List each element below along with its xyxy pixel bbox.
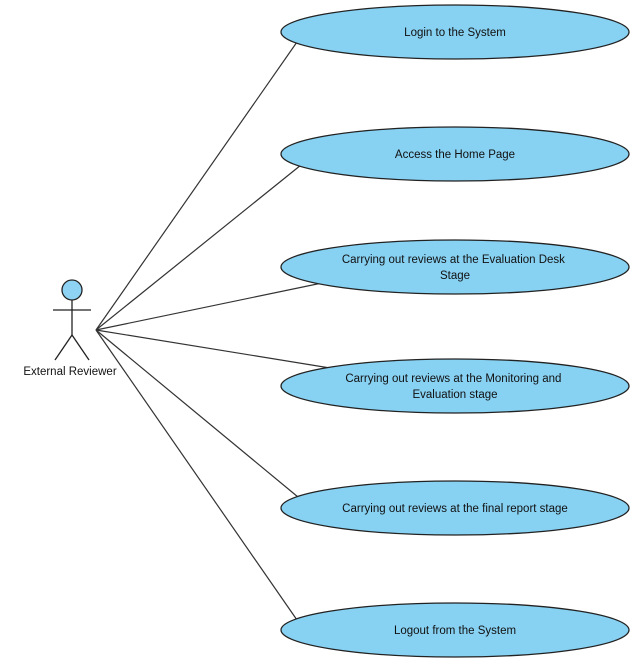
actor-left-leg	[54, 334, 73, 361]
association-line	[95, 164, 302, 331]
use-case-label-line-1: Carrying out reviews at the Evaluation D…	[342, 254, 565, 266]
use-case-label-line-2: Stage	[440, 270, 470, 282]
use-case-label: Logout from the System	[394, 625, 516, 637]
svg-text:Carrying out reviews at the fi: Carrying out reviews at the final report…	[342, 503, 568, 515]
svg-text:Carrying out reviews at the Ev: Carrying out reviews at the Evaluation D…	[342, 254, 568, 282]
actor-right-leg	[71, 334, 90, 361]
use-case-oval	[280, 480, 630, 536]
use-case-logout[interactable]: Logout from the System	[280, 602, 630, 658]
actor-external-reviewer[interactable]: External Reviewer	[23, 279, 117, 378]
use-case-label: Carrying out reviews at the final report…	[342, 503, 568, 515]
svg-text:Logout from the System: Logout from the System	[394, 625, 516, 637]
use-case-oval	[280, 4, 630, 60]
use-case-oval	[280, 126, 630, 182]
use-case-monitoring-evaluation-review[interactable]: Carrying out reviews at the Monitoring a…	[280, 358, 630, 414]
association-line	[95, 329, 298, 621]
association-line	[95, 329, 331, 369]
use-case-login[interactable]: Login to the System	[280, 4, 630, 60]
use-case-label: Login to the System	[404, 27, 506, 39]
association-line	[95, 329, 299, 498]
use-case-access-home-page[interactable]: Access the Home Page	[280, 126, 630, 182]
use-case-oval	[280, 602, 630, 658]
use-case-label-line-1: Carrying out reviews at the Monitoring a…	[345, 373, 561, 385]
use-case-final-report-review[interactable]: Carrying out reviews at the final report…	[280, 480, 630, 536]
use-case-oval	[280, 358, 630, 414]
association-line	[95, 41, 298, 331]
svg-text:Access the Home Page: Access the Home Page	[395, 149, 515, 161]
use-case-label-line-2: Evaluation stage	[412, 389, 497, 401]
actor-label: External Reviewer	[23, 366, 116, 378]
actor-head-icon	[61, 279, 83, 301]
use-case-oval	[280, 239, 630, 295]
use-cases: Login to the System Access the Home Page…	[280, 4, 630, 658]
svg-text:Login to the System: Login to the System	[404, 27, 506, 39]
use-case-evaluation-desk-review[interactable]: Carrying out reviews at the Evaluation D…	[280, 239, 630, 295]
svg-text:Carrying out reviews at the Mo: Carrying out reviews at the Monitoring a…	[345, 373, 564, 401]
use-case-label: Access the Home Page	[395, 149, 515, 161]
associations	[95, 41, 331, 621]
association-line	[95, 282, 323, 331]
